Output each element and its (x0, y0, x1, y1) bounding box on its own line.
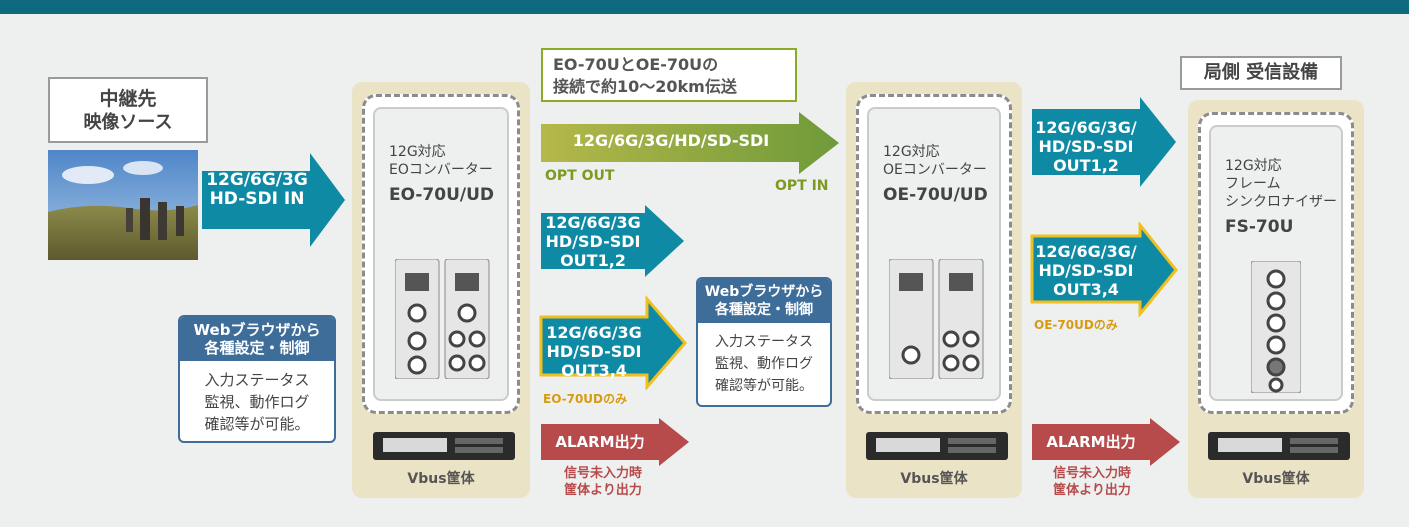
web-control-box-left: Webブラウザから 各種設定・制御 入力ステータス 監視、動作ログ 確認等が可能… (178, 315, 336, 443)
web-left-head2: 各種設定・制御 (204, 339, 310, 357)
eo-chassis-image (373, 432, 515, 460)
top-banner-bar (0, 0, 1409, 14)
opt-out-label: OPT OUT (545, 168, 615, 184)
eo-out34-line1: 12G/6G/3G (546, 323, 642, 342)
fs-line2: フレーム (1225, 176, 1281, 192)
oe-out34-line3: OUT3,4 (1053, 280, 1119, 299)
fs-chassis-image (1208, 432, 1350, 460)
web-mid-body2: 監視、動作ログ (715, 356, 813, 372)
input-arrow-line2: HD-SDI IN (209, 189, 305, 209)
oe-alarm-label: ALARM出力 (1046, 433, 1136, 451)
source-line1: 中継先 (99, 88, 157, 110)
oe-out34-note: OE-70UDのみ (1034, 318, 1118, 332)
oe-chassis-label: Vbus筐体 (900, 471, 968, 487)
source-photo (48, 150, 198, 260)
eo-out34-arrow (539, 295, 687, 390)
web-control-box-mid: Webブラウザから 各種設定・制御 入力ステータス 監視、動作ログ 確認等が可能… (696, 277, 832, 407)
eo-out34-line3: OUT3,4 (561, 361, 627, 380)
eo-out34-note: EO-70UDのみ (543, 392, 628, 406)
fs-chassis-label: Vbus筐体 (1242, 471, 1310, 487)
oe-alarm-note1: 信号未入力時 (1052, 466, 1131, 481)
fs-dashed-frame: 12G対応 フレーム シンクロナイザー FS-70U (1198, 112, 1354, 414)
eo-out12-line1: 12G/6G/3G (545, 213, 641, 232)
eo-out34-line2: HD/SD-SDI (546, 342, 642, 361)
fs-model: FS-70U (1225, 217, 1294, 237)
eo-line2: EOコンバーター (389, 162, 493, 178)
web-left-body2: 監視、動作ログ (204, 393, 310, 411)
eo-dashed-frame: 12G対応 EOコンバーター EO-70U/UD (362, 94, 520, 414)
fs-module-image (1251, 261, 1301, 393)
web-left-head1: Webブラウザから (193, 321, 321, 339)
fiber-arrow-label: 12G/6G/3G/HD/SD-SDI (572, 131, 770, 150)
fs-card: 12G対応 フレーム シンクロナイザー FS-70U (1209, 125, 1343, 401)
opt-in-label: OPT IN (775, 178, 829, 194)
eo-alarm-label: ALARM出力 (555, 433, 645, 451)
eo-module-image (395, 259, 490, 379)
input-arrow (202, 153, 345, 247)
oe-out12-line1: 12G/6G/3G/ (1035, 118, 1137, 137)
transmission-line2: 接続で約10～20km伝送 (553, 77, 737, 96)
eo-chassis-label: Vbus筐体 (407, 471, 475, 487)
fs-line3: シンクロナイザー (1225, 194, 1337, 210)
oe-line1: 12G対応 (883, 144, 940, 160)
oe-alarm-note2: 筐体より出力 (1053, 483, 1131, 498)
web-left-body1: 入力ステータス (204, 371, 310, 389)
input-arrow-line1: 12G/6G/3G (206, 170, 308, 190)
web-left-body3: 確認等が可能。 (204, 415, 310, 433)
eo-alarm-note1: 信号未入力時 (563, 466, 642, 481)
oe-line2: OEコンバーター (883, 162, 987, 178)
eo-out12-line2: HD/SD-SDI (545, 232, 641, 251)
eo-alarm-note2: 筐体より出力 (564, 483, 642, 498)
eo-out12-line3: OUT1,2 (560, 251, 626, 270)
web-mid-head1: Webブラウザから (704, 284, 824, 300)
station-label-box: 局側 受信設備 (1180, 56, 1342, 90)
web-mid-body1: 入力ステータス (715, 334, 813, 350)
station-label: 局側 受信設備 (1203, 62, 1319, 83)
oe-out34-line1: 12G/6G/3G/ (1035, 242, 1137, 261)
oe-out34-line2: HD/SD-SDI (1038, 261, 1134, 280)
eo-line1: 12G対応 (389, 144, 446, 160)
oe-model: OE-70U/UD (883, 185, 988, 205)
oe-card: 12G対応 OEコンバーター OE-70U/UD (867, 107, 1001, 401)
oe-out12-line3: OUT1,2 (1053, 156, 1119, 175)
source-line2: 映像ソース (83, 112, 173, 133)
transmission-label-box: EO-70UとOE-70Uの 接続で約10～20km伝送 (541, 48, 797, 102)
transmission-line1: EO-70UとOE-70Uの (553, 55, 719, 74)
oe-out12-arrow (1032, 97, 1176, 187)
oe-out12-line2: HD/SD-SDI (1038, 137, 1134, 156)
oe-module-image (889, 259, 984, 379)
web-mid-body3: 確認等が可能。 (715, 378, 813, 394)
fiber-arrow (541, 112, 839, 174)
fs-line1: 12G対応 (1225, 158, 1282, 174)
source-label-box: 中継先 映像ソース (48, 77, 208, 143)
eo-alarm-arrow (541, 418, 689, 466)
eo-card: 12G対応 EOコンバーター EO-70U/UD (373, 107, 509, 401)
eo-model: EO-70U/UD (389, 185, 495, 205)
eo-out12-arrow (541, 205, 684, 277)
oe-chassis-image (866, 432, 1008, 460)
oe-dashed-frame: 12G対応 OEコンバーター OE-70U/UD (856, 94, 1012, 414)
oe-alarm-arrow (1032, 418, 1180, 466)
web-mid-head2: 各種設定・制御 (715, 302, 813, 318)
oe-out34-arrow (1030, 222, 1178, 317)
